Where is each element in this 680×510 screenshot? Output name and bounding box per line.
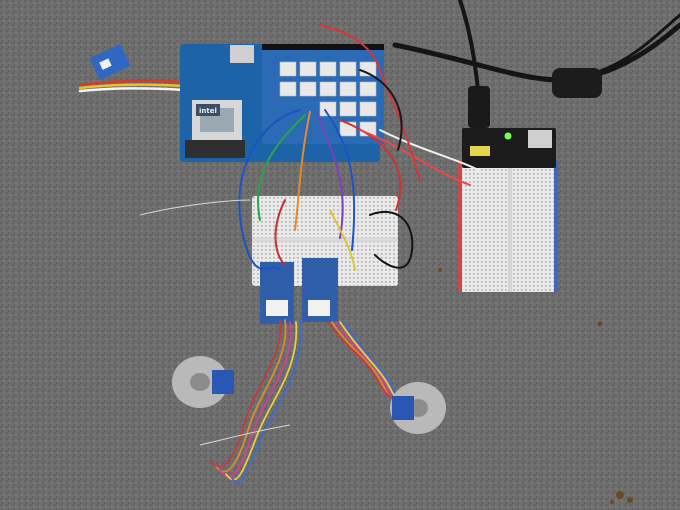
motor-wires-left bbox=[209, 319, 302, 484]
stepper-motor-left bbox=[172, 356, 234, 408]
grove-sensor-module bbox=[89, 43, 131, 81]
stepper-driver-right bbox=[302, 258, 338, 322]
loose-thread-2 bbox=[199, 424, 291, 446]
stepper-motor-right bbox=[390, 382, 446, 434]
chip-logo bbox=[196, 104, 220, 116]
right-breadboard-channel bbox=[508, 160, 512, 292]
breadboard-channel bbox=[252, 238, 398, 242]
loose-thread bbox=[139, 199, 251, 216]
barrel-plug bbox=[468, 86, 490, 128]
desk-debris bbox=[438, 268, 633, 504]
power-rail-red bbox=[458, 160, 462, 292]
power-rail-blue bbox=[554, 160, 558, 292]
stepper-driver-left bbox=[260, 262, 294, 324]
power-supply-module bbox=[462, 128, 556, 168]
jumper-wires bbox=[238, 24, 479, 271]
chip-brand-text: intel bbox=[199, 107, 217, 115]
ferrite-bead bbox=[552, 68, 602, 98]
